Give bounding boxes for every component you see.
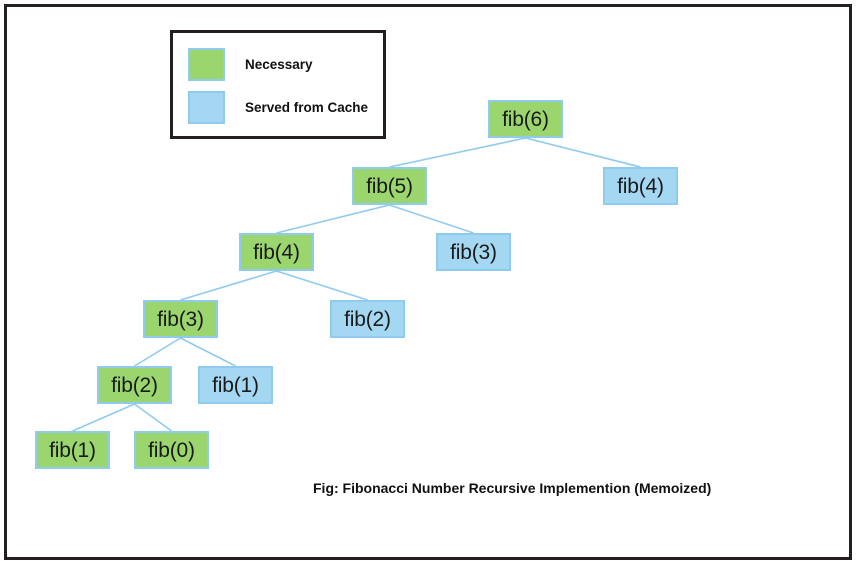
figure-border [4,4,852,560]
tree-node-fib3: fib(3) [436,233,511,271]
tree-node-label: fib(5) [366,174,413,198]
legend-box: Necessary Served from Cache [170,30,386,139]
tree-node-fib4: fib(4) [239,233,314,271]
legend-label-necessary: Necessary [245,57,313,72]
tree-node-label: fib(2) [111,373,158,397]
tree-node-fib0: fib(0) [134,431,209,469]
tree-node-fib2: fib(2) [97,366,172,404]
tree-node-label: fib(2) [344,307,391,331]
tree-node-label: fib(3) [450,240,497,264]
figure-caption: Fig: Fibonacci Number Recursive Implemen… [313,480,712,496]
legend-item-cached: Served from Cache [188,91,368,124]
tree-node-label: fib(1) [212,373,259,397]
legend-swatch-cached-icon [188,91,225,124]
tree-node-label: fib(6) [502,107,549,131]
legend-swatch-necessary-icon [188,48,225,81]
tree-node-fib3: fib(3) [143,300,218,338]
tree-node-fib1: fib(1) [35,431,110,469]
tree-node-fib6: fib(6) [488,100,563,138]
tree-node-label: fib(4) [617,174,664,198]
legend-label-cached: Served from Cache [245,100,369,115]
tree-node-fib1: fib(1) [198,366,273,404]
tree-node-fib2: fib(2) [330,300,405,338]
tree-node-fib4: fib(4) [603,167,678,205]
tree-node-label: fib(4) [253,240,300,264]
tree-node-label: fib(0) [148,438,195,462]
tree-node-label: fib(3) [157,307,204,331]
tree-node-fib5: fib(5) [352,167,427,205]
tree-node-label: fib(1) [49,438,96,462]
legend-item-necessary: Necessary [188,48,313,81]
